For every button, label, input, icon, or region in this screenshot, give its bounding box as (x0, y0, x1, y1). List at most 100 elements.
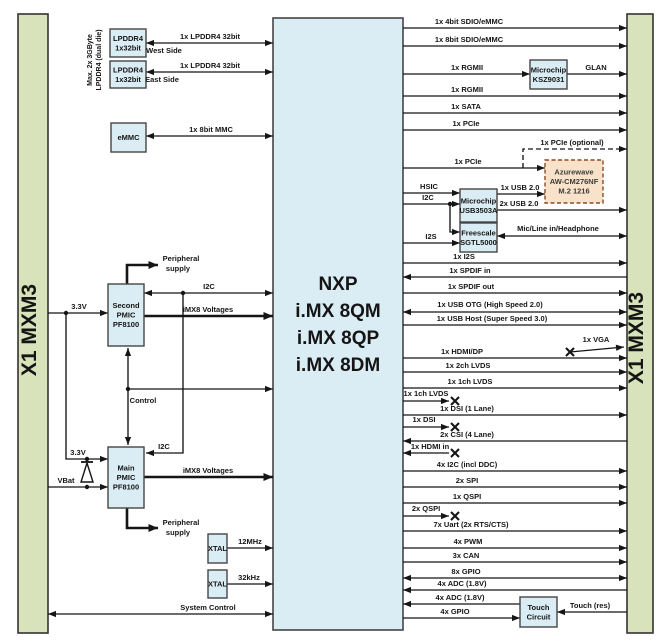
wire-label: 2x USB 2.0 (500, 199, 539, 208)
arrowhead (619, 92, 627, 100)
wire-8x-gpio: 8x GPIO (403, 567, 627, 582)
arrowhead (441, 423, 449, 431)
lpddr4-west-label: LPDDR4 (113, 34, 144, 43)
free-label: supply (166, 528, 191, 537)
arrowhead (263, 312, 273, 320)
arrowhead (537, 190, 545, 198)
wire-label: 1x SATA (451, 102, 481, 111)
wire-1x-pcie-optional: 1x PCIe (optional) (522, 138, 627, 168)
wire-1x-4bit-sdio-emmc: 1x 4bit SDIO/eMMC (403, 17, 627, 32)
wire-4x-adc-1-8v: 4x ADC (1.8V) (403, 593, 520, 608)
arrowhead (452, 189, 460, 197)
wire-label: GLAN (585, 63, 606, 72)
wire-label: 1x I2S (453, 252, 475, 261)
wire-1x-rgmii: 1x RGMII (403, 85, 627, 100)
arrowhead (403, 600, 411, 608)
arrowhead (403, 449, 411, 457)
ksz9031-label: Microchip (531, 65, 567, 74)
wire-4x-gpio: 4x GPIO (403, 607, 520, 622)
arrowhead (619, 574, 627, 582)
touch-circuit-label: Circuit (527, 612, 551, 621)
arrowhead (403, 273, 411, 281)
wire-label: 8x GPIO (451, 567, 480, 576)
wire-label: iMX8 Voltages (183, 305, 233, 314)
wire-4x-i2c-incl-ddc: 4x I2C (incl DDC) (403, 460, 627, 475)
wire-label: 1x QSPI (453, 492, 481, 501)
wire-label: 1x 4bit SDIO/eMMC (435, 17, 504, 26)
wire-label: 1x RGMII (451, 63, 483, 72)
wire (125, 261, 158, 284)
arrowhead (619, 467, 627, 475)
lpddr4-east-label: LPDDR4 (113, 65, 144, 74)
junction-dot (84, 456, 90, 462)
wire-7x-uart-2x-rts-cts: 7x Uart (2x RTS/CTS) (403, 520, 627, 535)
wire-1x-2ch-lvds: 1x 2ch LVDS (403, 361, 627, 376)
wire-32khz: 32kHz (227, 573, 273, 588)
not-connected-cross (450, 448, 460, 458)
arrowhead (619, 558, 627, 566)
wire-label: 1x RGMII (451, 85, 483, 94)
diode-symbol (80, 460, 94, 483)
wire-label: System Control (180, 603, 235, 612)
wire-label: 1x PCIe (452, 119, 479, 128)
wire-label: 1x SPDIF out (448, 282, 495, 291)
wire-label: 4x ADC (1.8V) (438, 579, 487, 588)
wire-imx8-voltages: iMX8 Voltages (144, 305, 273, 320)
xtal-32khz: XTAL (207, 569, 228, 599)
arrowhead (265, 132, 273, 140)
arrowhead (265, 580, 273, 588)
azurewave-label: AW-CM276NF (550, 177, 599, 186)
wire-label: 1x DSI (413, 415, 436, 424)
wire-1x-dsi-1-lane: 1x DSI (1 Lane) (403, 404, 627, 419)
arrowhead (265, 68, 273, 76)
arrowhead (452, 239, 460, 247)
wire-label: HSIC (420, 182, 439, 191)
not-connected-cross (565, 347, 575, 357)
wire-1x-8bit-sdio-emmc: 1x 8bit SDIO/eMMC (403, 35, 627, 50)
arrowhead (619, 411, 627, 419)
emmc-label: eMMC (117, 133, 140, 142)
wire-label: 1x PCIe (454, 157, 481, 166)
arrowhead (619, 24, 627, 32)
wire-label: 7x Uart (2x RTS/CTS) (433, 520, 509, 529)
wire-label: 3.3V (70, 448, 85, 457)
wire (124, 389, 132, 445)
wire-label: 1x HDMI in (411, 442, 450, 451)
sgtl5000-label: SGTL5000 (460, 238, 497, 247)
arrowhead (557, 608, 565, 616)
wire-label: 4x ADC (1.8V) (436, 593, 485, 602)
arrowhead (265, 544, 273, 552)
arrowhead (403, 308, 411, 316)
wire-label: 1x SPDIF in (449, 266, 491, 275)
main-pmic-label: PMIC (117, 473, 136, 482)
wire-label: 1x 8bit MMC (189, 125, 233, 134)
second-pmic-label: PMIC (117, 311, 136, 320)
usb3503a-label: Microchip (461, 196, 497, 205)
wire-label: iMX8 Voltages (183, 466, 233, 475)
wire-label: 32kHz (238, 573, 260, 582)
wire-1x-pcie: 1x PCIe (403, 119, 627, 134)
wire-control: Control (125, 385, 273, 405)
wire-12mhz: 12MHz (227, 537, 273, 552)
wire (449, 204, 460, 236)
xtal-12mhz-label: XTAL (208, 544, 227, 553)
junction-dot (84, 484, 90, 490)
not-connected-cross (450, 422, 460, 432)
arrowhead (441, 512, 449, 520)
arrowhead (100, 309, 108, 317)
wire-4x-adc-1-8v: 4x ADC (1.8V) (403, 579, 627, 594)
wire-2x-spi: 2x SPI (403, 476, 627, 491)
wire-2x-usb-2-0: 2x USB 2.0 (497, 199, 627, 214)
arrowhead (403, 437, 411, 445)
wire-label: 1x LPDDR4 32bit (180, 61, 241, 70)
lpddr4-west-label: 1x32bit (115, 43, 141, 52)
wire-1x-vga: 1x VGA (565, 335, 625, 357)
arrowhead (619, 544, 627, 552)
arrowhead (265, 610, 273, 618)
arrowhead (619, 109, 627, 117)
main-pmic-label: Main (117, 464, 135, 473)
